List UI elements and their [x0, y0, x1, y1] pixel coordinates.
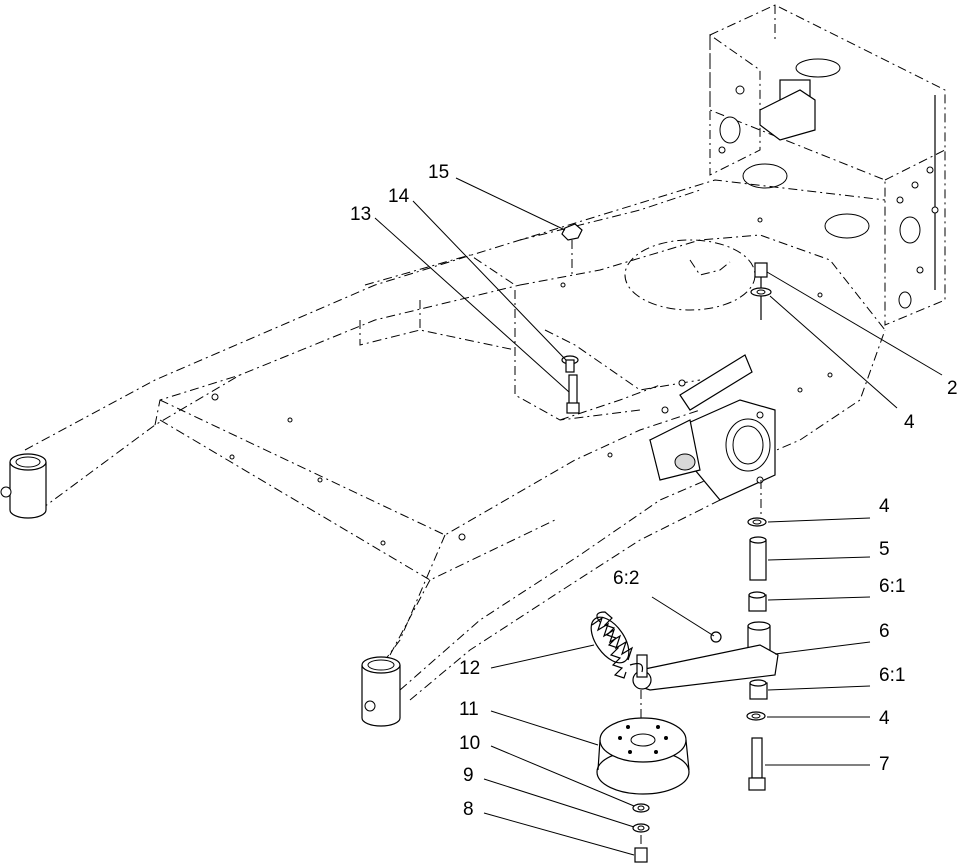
- callout-12: 12: [459, 658, 480, 679]
- washer-4: [747, 517, 767, 527]
- callout-11: 11: [459, 699, 479, 720]
- spacer-5: [749, 536, 767, 581]
- callout-5: 5: [879, 539, 890, 560]
- callout-6-1-lower: 6:1: [879, 665, 905, 686]
- bushing-6-1-upper: [748, 591, 767, 612]
- callout-14: 14: [388, 186, 410, 207]
- bolt-14: [561, 355, 579, 373]
- extension-spring-12: [590, 611, 644, 679]
- right-caster-tube: [361, 656, 401, 727]
- callout-2: 2: [947, 378, 958, 399]
- callout-6-1-upper: 6:1: [879, 576, 905, 597]
- grease-fitting-6-2: [710, 631, 722, 643]
- idler-pulley-11: [596, 690, 690, 795]
- mower-frame-phantom: [24, 179, 886, 701]
- callout-6-2: 6:2: [613, 568, 639, 589]
- callout-8: 8: [463, 799, 474, 820]
- callout-6: 6: [879, 621, 890, 642]
- bolt-8: [634, 835, 648, 863]
- callout-4-upper: 4: [904, 412, 915, 433]
- callout-13: 13: [350, 204, 371, 225]
- idler-mount-bracket: [648, 354, 776, 501]
- washer-4-lower: [746, 711, 766, 721]
- rear-frame-plate: [709, 4, 946, 326]
- callout-15: 15: [428, 162, 449, 183]
- upper-washer: [750, 287, 772, 297]
- callout-7: 7: [879, 754, 890, 775]
- washer-10: [632, 803, 650, 813]
- bushing-6-1-lower: [749, 679, 768, 700]
- callout-labels: 2 4 4 5 6:1 6 6:2 6:1 4 7 8 9 10 11 12 1…: [350, 162, 958, 820]
- callout-9: 9: [463, 765, 474, 786]
- leader-lines: [374, 177, 943, 856]
- bolt-7: [748, 737, 766, 791]
- nut-15: [561, 223, 583, 275]
- washer-9: [632, 823, 650, 833]
- callout-4-lower: 4: [879, 708, 890, 729]
- bolt-13: [566, 374, 580, 414]
- callout-4-washer: 4: [879, 496, 890, 517]
- callout-10: 10: [459, 733, 480, 754]
- left-caster-tube: [0, 453, 47, 519]
- upper-bolt: [754, 262, 768, 320]
